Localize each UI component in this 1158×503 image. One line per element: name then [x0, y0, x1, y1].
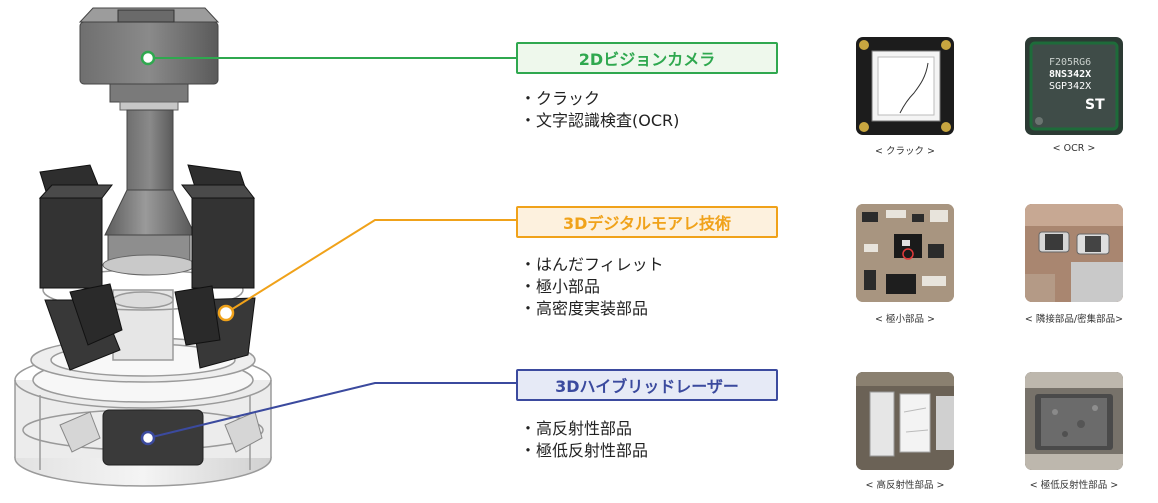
reflective-part-image: [856, 372, 954, 470]
feature-item: ・文字認識検査(OCR): [520, 111, 680, 130]
feature-item: ・クラック: [520, 89, 601, 108]
tag-3d-digital-moire: 3Dデジタルモアレ技術: [516, 206, 778, 238]
ocr-chip-image: F205RG6 8NS342X SGP342X ST: [1025, 37, 1123, 135]
caption-crack: < クラック >: [875, 146, 935, 157]
caption-high-reflective: < 高反射性部品 >: [865, 480, 945, 491]
dot-2d: [140, 50, 156, 66]
caption-ocr: < OCR >: [1052, 143, 1096, 154]
caption-adjacent-parts: < 隣接部品/密集部品>: [1024, 314, 1124, 325]
feature-item: ・極小部品: [520, 277, 601, 296]
feature-item: ・高反射性部品: [520, 419, 633, 438]
caption-low-reflective: < 極低反射性部品 >: [1029, 480, 1119, 491]
dot-3d-moire: [217, 304, 235, 322]
connector-3d-moire: [225, 219, 518, 314]
low-reflective-part-image: [1025, 372, 1123, 470]
tag-3d-hybrid-laser: 3Dハイブリッドレーザー: [516, 369, 778, 401]
tag-2d-vision-camera: 2Dビジョンカメラ: [516, 42, 778, 74]
caption-tiny-parts: < 極小部品 >: [875, 314, 935, 325]
ocr-line: F205RG6: [1049, 57, 1091, 68]
features-3d-moire: ・はんだフィレット ・極小部品 ・高密度実装部品: [520, 254, 664, 320]
feature-item: ・極低反射性部品: [520, 441, 649, 460]
features-2d: ・クラック ・文字認識検査(OCR): [520, 88, 679, 132]
ocr-line: SGP342X: [1049, 81, 1091, 92]
connector-3d-laser: [147, 382, 518, 439]
dot-3d-laser: [140, 430, 156, 446]
pcb-tiny-parts-image: [856, 204, 954, 302]
crack-sample-image: [856, 37, 954, 135]
adjacent-parts-image: [1025, 204, 1123, 302]
svg-text:ST: ST: [1085, 97, 1105, 113]
feature-item: ・はんだフィレット: [520, 255, 664, 274]
feature-item: ・高密度実装部品: [520, 299, 649, 318]
features-3d-laser: ・高反射性部品 ・極低反射性部品: [520, 418, 648, 462]
ocr-line: 8NS342X: [1049, 69, 1091, 80]
